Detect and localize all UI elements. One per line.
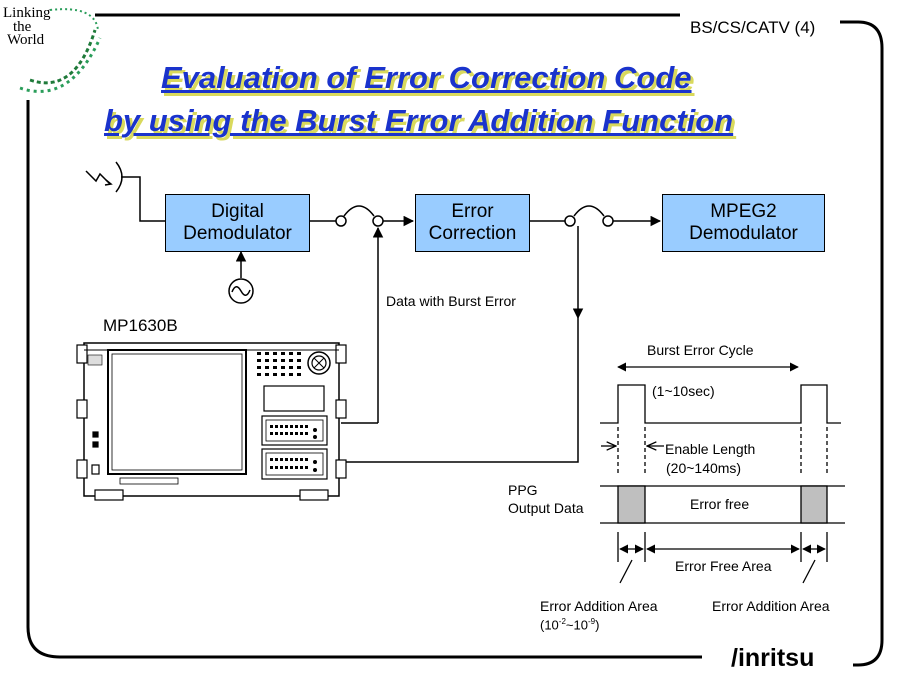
error-free-area-label: Error Free Area bbox=[675, 558, 772, 574]
oscillator-icon bbox=[228, 278, 254, 304]
linking-the-world-logo bbox=[19, 8, 102, 93]
logo-text-world: World bbox=[7, 32, 45, 48]
burst-timing-diagram bbox=[600, 362, 845, 584]
mp1630b-instrument bbox=[76, 342, 347, 501]
anritsu-logo: /inritsu bbox=[731, 644, 815, 672]
digital-demodulator-block: Digital Demodulator bbox=[165, 194, 310, 252]
mpeg2-demodulator-label-2: Demodulator bbox=[689, 223, 798, 244]
error-addition-range-label: (10-2~10-9) bbox=[540, 617, 600, 633]
title-line-2: by using the Burst Error Addition Functi… bbox=[104, 103, 734, 138]
instrument-label: MP1630B bbox=[103, 316, 178, 335]
burst-error-cycle-label: Burst Error Cycle bbox=[647, 342, 754, 358]
logo-text-linking: Linking bbox=[3, 5, 51, 21]
enable-length-range-label: (20~140ms) bbox=[666, 460, 742, 476]
error-addition-block-left bbox=[617, 485, 646, 524]
error-correction-label-1: Error bbox=[451, 201, 494, 222]
error-addition-area-right-label: Error Addition Area bbox=[712, 598, 830, 614]
error-addition-area-left-label: Error Addition Area bbox=[540, 598, 658, 614]
ppg-label: PPG bbox=[508, 482, 538, 498]
antenna-icon bbox=[85, 161, 123, 193]
section-label: BS/CS/CATV (4) bbox=[690, 18, 816, 37]
data-with-burst-error-label: Data with Burst Error bbox=[386, 293, 516, 309]
burst-cycle-range-label: (1~10sec) bbox=[652, 383, 715, 399]
mpeg2-demodulator-label-1: MPEG2 bbox=[710, 201, 777, 222]
digital-demodulator-label-1: Digital bbox=[211, 201, 264, 222]
enable-length-label: Enable Length bbox=[665, 441, 756, 457]
logo-text-the: the bbox=[13, 19, 32, 35]
signal-path bbox=[121, 176, 662, 468]
error-free-label: Error free bbox=[690, 496, 750, 512]
error-correction-label-2: Correction bbox=[428, 223, 517, 244]
title-line-1: Evaluation of Error Correction Code bbox=[161, 60, 692, 95]
slide-frame bbox=[26, 13, 884, 667]
output-data-label: Output Data bbox=[508, 500, 584, 516]
error-addition-block-right bbox=[800, 485, 828, 524]
digital-demodulator-label-2: Demodulator bbox=[183, 223, 292, 244]
error-correction-block: Error Correction bbox=[415, 194, 530, 252]
mpeg2-demodulator-block: MPEG2 Demodulator bbox=[662, 194, 825, 252]
